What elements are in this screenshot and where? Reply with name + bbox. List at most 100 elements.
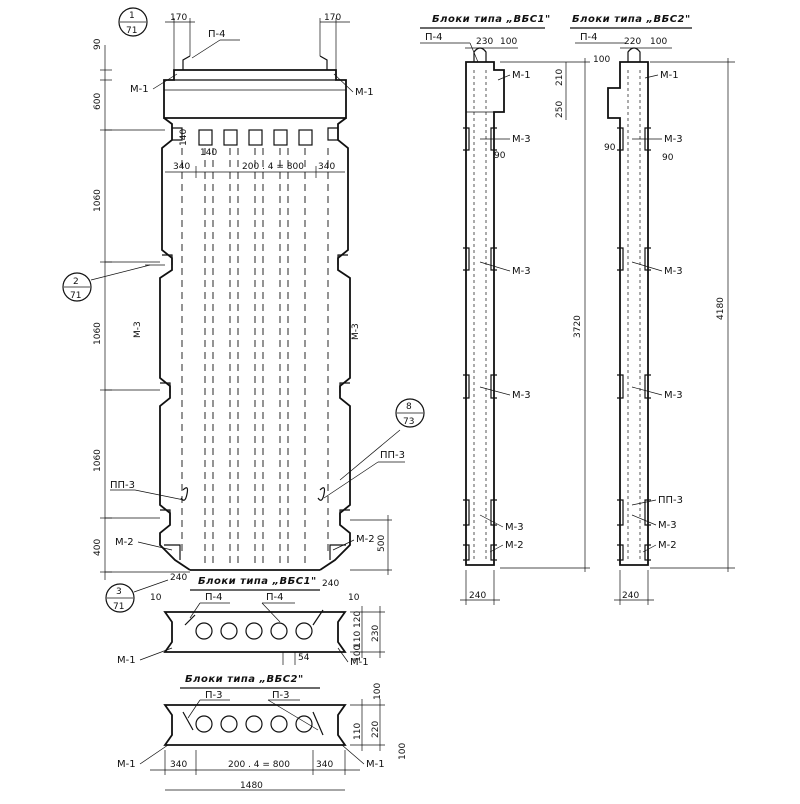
callout-2: 2 71 — [62, 264, 151, 302]
callout-3: 3 71 — [105, 579, 169, 613]
dim-100-vbs2-a: 100 — [650, 37, 667, 47]
dim-250: 250 — [555, 101, 565, 118]
vbs2-plan-view: Блоки типа „ВБС2" П-3 П-3 110 220 100 10… — [117, 674, 408, 791]
dim-4180: 4180 — [716, 297, 726, 320]
label-m2-vbs1: М-2 — [505, 540, 524, 551]
label-pp3-vbs2: ПП-3 — [658, 495, 683, 506]
label-m3-vbs1-3: М-3 — [512, 390, 531, 401]
dim-54-plan1: 54 — [298, 653, 310, 663]
dim-1480: 1480 — [240, 781, 263, 791]
label-m3-right: М-3 — [351, 323, 361, 340]
main-elevation — [145, 55, 401, 571]
title-vbs2-side: Блоки типа „ВБС2" — [572, 14, 691, 25]
dim-240-plan1-left: 240 — [170, 573, 187, 583]
dim-100-plan2-b: 100 — [398, 743, 408, 760]
label-p3-plan2-left: П-3 — [205, 690, 223, 701]
label-m1-right: М-1 — [355, 87, 374, 98]
dim-140-a: 140 — [200, 148, 217, 158]
label-p4-vbs1: П-4 — [425, 32, 443, 43]
label-m3-vbs2-1: М-3 — [664, 134, 683, 145]
dim-90-vbs2-b: 90 — [662, 153, 674, 163]
label-pp3-left: ПП-3 — [110, 480, 135, 491]
label-m3-vbs1-2: М-3 — [512, 266, 531, 277]
dim-240-vbs2: 240 — [622, 591, 639, 601]
dim-230-plan1: 230 — [371, 625, 381, 642]
callout-2-num: 2 — [73, 277, 79, 287]
label-m2-right: М-2 — [356, 534, 375, 545]
dim-340-plan2-right: 340 — [316, 760, 333, 770]
dim-170-right: 170 — [324, 13, 341, 23]
dim-10-plan1-left: 10 — [150, 593, 162, 603]
label-m1-plan2-left: М-1 — [117, 759, 136, 770]
dim-500: 500 — [377, 535, 387, 552]
dim-100-vbs2-b: 100 — [593, 55, 610, 65]
dim-340-right: 340 — [318, 162, 335, 172]
label-m1-vbs2: М-1 — [660, 70, 679, 81]
dim-110-plan1: 110 — [353, 631, 363, 648]
callout-8-sheet: 73 — [403, 417, 414, 427]
label-p4-vbs2: П-4 — [580, 32, 598, 43]
label-m3-vbs1-1: М-3 — [512, 134, 531, 145]
label-p4-plan1-left: П-4 — [205, 592, 223, 603]
label-m1-plan2-right: М-1 — [366, 759, 385, 770]
dim-1060-a: 1060 — [93, 189, 103, 212]
callout-1-sheet: 71 — [126, 26, 137, 36]
dim-1060-b: 1060 — [93, 322, 103, 345]
dim-170-left: 170 — [170, 13, 187, 23]
callout-1-num: 1 — [129, 11, 135, 21]
label-m1-vbs1: М-1 — [512, 70, 531, 81]
label-m3-vbs1-4: М-3 — [505, 522, 524, 533]
callout-3-num: 3 — [116, 587, 122, 597]
dim-220-vbs2: 220 — [624, 37, 641, 47]
label-p4-plan1-right: П-4 — [266, 592, 284, 603]
dim-90-vbs1: 90 — [494, 151, 506, 161]
dim-100-plan1: 100 — [353, 645, 363, 662]
callout-2-sheet: 71 — [70, 291, 81, 301]
label-m1-left: М-1 — [130, 84, 149, 95]
dim-340-plan2-left: 340 — [170, 760, 187, 770]
dim-230-vbs1: 230 — [476, 37, 493, 47]
callout-3-sheet: 71 — [113, 602, 124, 612]
label-m3-vbs2-3: М-3 — [664, 390, 683, 401]
title-vbs2-plan: Блоки типа „ВБС2" — [185, 674, 304, 685]
vbs2-side-view: Блоки типа „ВБС2" П-4 220 100 100 М-1 90… — [570, 14, 735, 605]
label-m3-vbs2-2: М-3 — [664, 266, 683, 277]
dim-1060-c: 1060 — [93, 449, 103, 472]
label-p3-plan2-right: П-3 — [272, 690, 290, 701]
dim-110-plan2: 110 — [353, 723, 363, 740]
dim-100-plan2-a: 100 — [373, 683, 383, 700]
dim-340-left: 340 — [173, 162, 190, 172]
dim-240-plan1-right: 240 — [322, 579, 339, 589]
main-labels: П-4 М-1 М-1 М-3 М-3 ПП-3 ПП-3 М-2 М-2 — [110, 29, 405, 551]
label-m3-vbs2-4: М-3 — [658, 520, 677, 531]
dim-90-top: 90 — [93, 38, 103, 50]
label-p4-main: П-4 — [208, 29, 226, 40]
dim-200x4: 200 . 4 = 800 — [242, 162, 304, 172]
label-m2-vbs2: М-2 — [658, 540, 677, 551]
label-m3-left: М-3 — [133, 321, 143, 338]
label-m1-plan1-right: М-1 — [350, 657, 369, 668]
dim-210: 210 — [555, 69, 565, 86]
callout-8: 8 73 — [395, 398, 425, 428]
dim-10-plan1-right: 10 — [348, 593, 360, 603]
title-vbs1-side: Блоки типа „ВБС1" — [432, 14, 551, 25]
label-m1-plan1-left: М-1 — [117, 655, 136, 666]
dim-3720: 3720 — [573, 315, 583, 338]
vbs1-side-view: Блоки типа „ВБС1" П-4 230 100 М-1 М-3 90… — [420, 14, 590, 605]
callout-1: 1 71 — [118, 7, 148, 37]
callout-8-num: 8 — [406, 402, 412, 412]
dim-220-plan2: 220 — [371, 721, 381, 738]
dim-200x4-plan2: 200 . 4 = 800 — [228, 760, 290, 770]
dim-140-b: 140 — [179, 129, 189, 146]
main-dims: 90 600 1060 1060 1060 400 170 170 340 20… — [93, 13, 392, 580]
dim-100-vbs1: 100 — [500, 37, 517, 47]
dim-400: 400 — [93, 539, 103, 556]
dim-600: 600 — [93, 93, 103, 110]
label-pp3-right: ПП-3 — [380, 450, 405, 461]
vbs1-plan-view: Блоки типа „ВБС1" 240 240 10 10 П-4 П-4 … — [117, 573, 385, 668]
dim-240-vbs1: 240 — [469, 591, 486, 601]
dim-90-vbs2-a: 90 — [604, 143, 616, 153]
label-m2-left: М-2 — [115, 537, 134, 548]
